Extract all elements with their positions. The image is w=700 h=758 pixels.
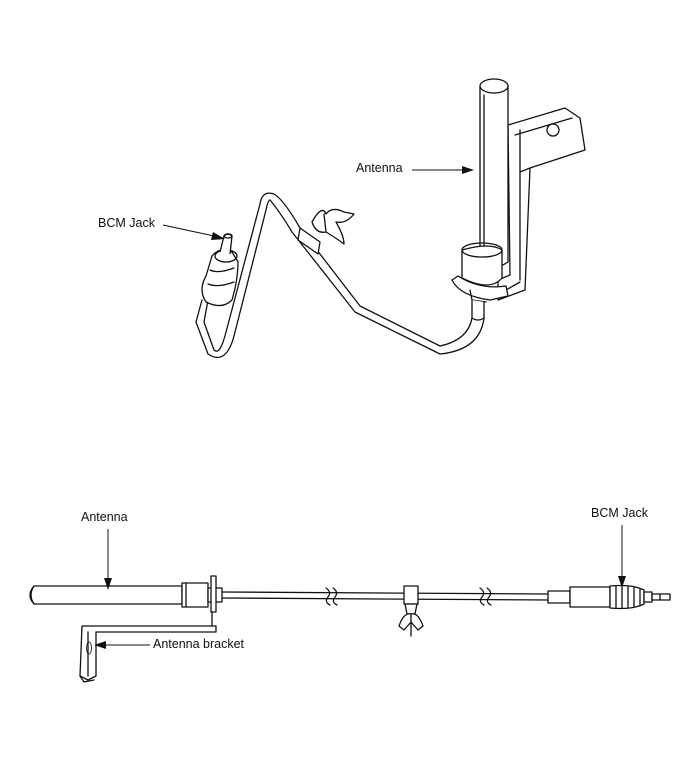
label-bottom-antenna: Antenna (81, 510, 128, 524)
bottom-bcm-jack-arrow (618, 525, 626, 588)
bottom-view-assembly (29, 525, 671, 683)
label-top-antenna: Antenna (356, 161, 403, 175)
top-view-assembly (162, 78, 586, 359)
label-bottom-antenna-bracket: Antenna bracket (153, 637, 245, 651)
top-cable-clip (311, 208, 355, 245)
bottom-cable-clip (398, 585, 424, 637)
top-bcm-jack-plug (201, 233, 239, 307)
label-bottom-bcm-jack: BCM Jack (591, 506, 648, 520)
bottom-antenna-bracket (79, 611, 217, 683)
bottom-antenna-bracket-arrow (94, 641, 150, 649)
bottom-antenna-tube (29, 575, 223, 613)
top-antenna-bracket (497, 107, 586, 301)
top-bcm-jack-arrow (162, 224, 225, 240)
top-antenna-cable (195, 192, 485, 359)
top-antenna-arrow (412, 166, 474, 174)
bottom-antenna-cable (221, 587, 549, 606)
top-antenna-mast (451, 78, 509, 321)
label-top-bcm-jack: BCM Jack (98, 216, 155, 230)
bottom-antenna-arrow (104, 529, 112, 590)
bottom-bcm-jack (547, 584, 671, 610)
